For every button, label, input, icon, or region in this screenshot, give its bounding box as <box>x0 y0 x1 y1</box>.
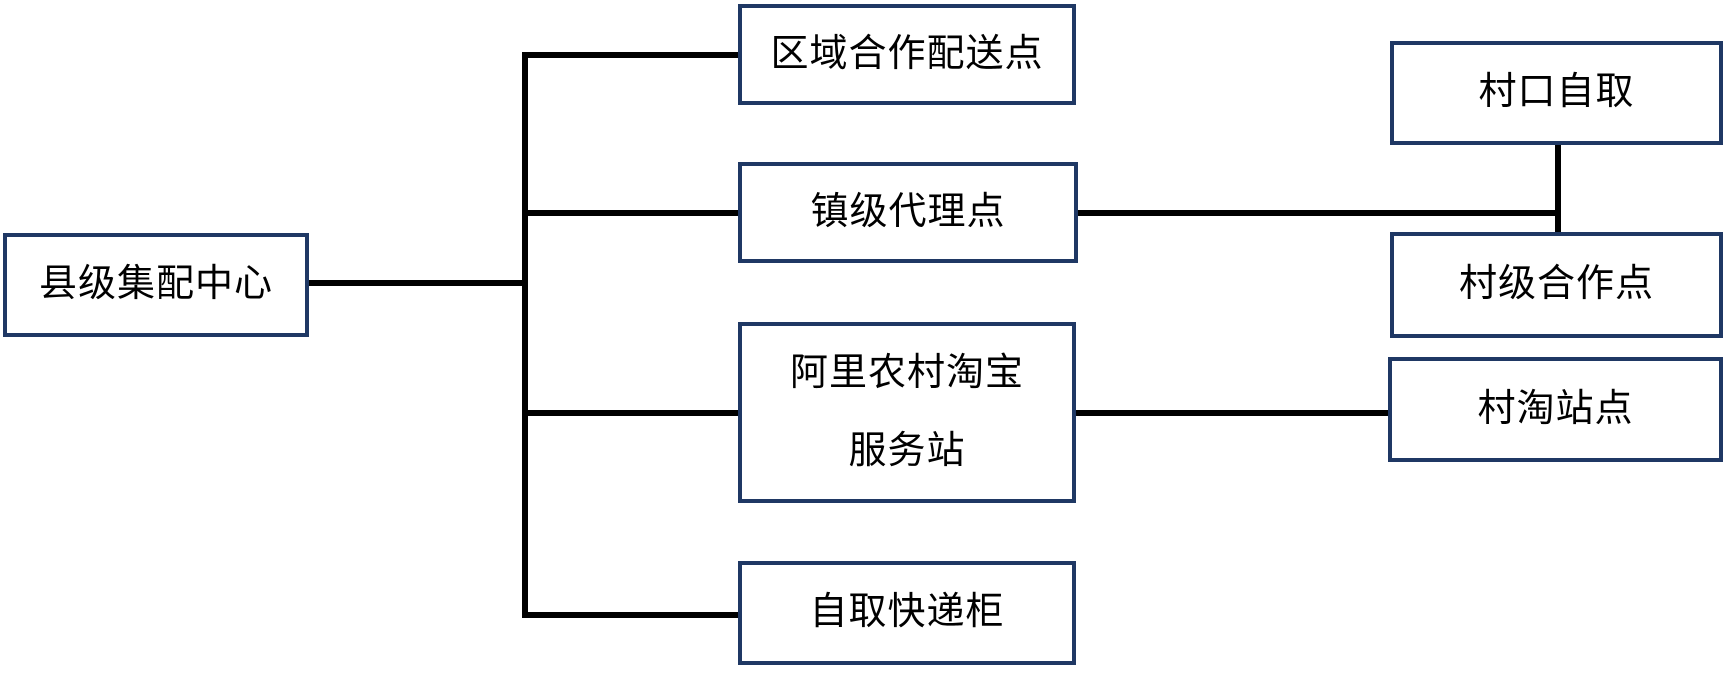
node-village-coop-point-label: 村级合作点 <box>1458 263 1654 306</box>
node-regional-coop-delivery-point-label: 区域合作配送点 <box>770 32 1044 75</box>
node-village-taobao-site: 村淘站点 <box>1388 357 1723 462</box>
node-village-entrance-pickup: 村口自取 <box>1390 41 1723 145</box>
node-county-distribution-center-label: 县级集配中心 <box>38 263 273 306</box>
node-regional-coop-delivery-point: 区域合作配送点 <box>738 4 1076 105</box>
node-self-pickup-locker-label: 自取快递柜 <box>809 591 1005 634</box>
node-village-coop-point: 村级合作点 <box>1390 232 1723 338</box>
node-town-agency-point-label: 镇级代理点 <box>810 190 1006 233</box>
node-ali-rural-taobao-service-station-label: 阿里农村淘宝 服务站 <box>789 351 1024 472</box>
connector-ali-taobao-to-village-taobao-site <box>1073 410 1392 416</box>
connector-county-to-trunk <box>306 280 527 286</box>
connector-town-agency-to-village-branch <box>1075 210 1561 216</box>
connector-trunk-to-ali-taobao <box>522 410 742 416</box>
connector-trunk-to-town-agency <box>522 210 742 216</box>
connector-trunk-vertical <box>522 52 528 618</box>
connector-trunk-to-regional-coop <box>522 52 742 58</box>
connector-trunk-to-pickup-locker <box>522 612 742 618</box>
node-village-entrance-pickup-label: 村口自取 <box>1478 71 1635 114</box>
node-village-taobao-site-label: 村淘站点 <box>1477 387 1634 430</box>
node-town-agency-point: 镇级代理点 <box>738 162 1078 263</box>
node-ali-rural-taobao-service-station: 阿里农村淘宝 服务站 <box>738 322 1076 503</box>
node-self-pickup-locker: 自取快递柜 <box>738 561 1076 665</box>
node-county-distribution-center: 县级集配中心 <box>3 233 309 337</box>
connector-village-entrance-to-village-coop <box>1555 143 1561 235</box>
